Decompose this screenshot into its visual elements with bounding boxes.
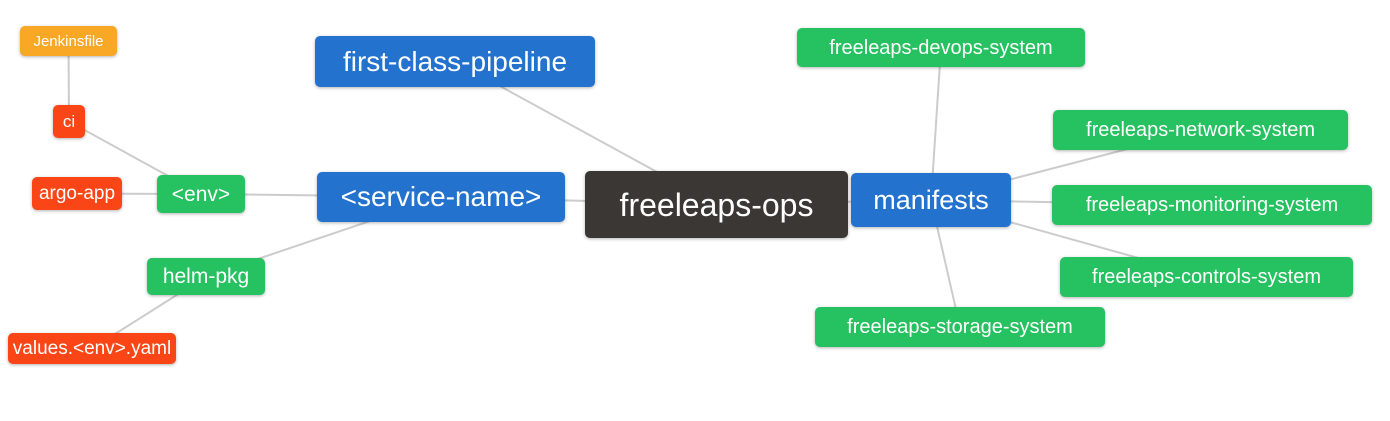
node-first-class-pipeline[interactable]: first-class-pipeline — [315, 36, 595, 87]
node-ci[interactable]: ci — [53, 105, 85, 138]
node-freeleaps-network-system[interactable]: freeleaps-network-system — [1053, 110, 1348, 150]
node-freeleaps-controls-system[interactable]: freeleaps-controls-system — [1060, 257, 1353, 297]
node-jenkinsfile[interactable]: Jenkinsfile — [20, 26, 117, 56]
node-values-env-yaml[interactable]: values.<env>.yaml — [8, 333, 176, 364]
node-argo-app[interactable]: argo-app — [32, 177, 122, 210]
node-helm-pkg[interactable]: helm-pkg — [147, 258, 265, 295]
node-service-name[interactable]: <service-name> — [317, 172, 565, 222]
node-freeleaps-monitoring-system[interactable]: freeleaps-monitoring-system — [1052, 185, 1372, 225]
node-env[interactable]: <env> — [157, 175, 245, 213]
node-freeleaps-devops-system[interactable]: freeleaps-devops-system — [797, 28, 1085, 67]
node-freeleaps-storage-system[interactable]: freeleaps-storage-system — [815, 307, 1105, 347]
node-freeleaps-ops[interactable]: freeleaps-ops — [585, 171, 848, 238]
node-manifests[interactable]: manifests — [851, 173, 1011, 227]
